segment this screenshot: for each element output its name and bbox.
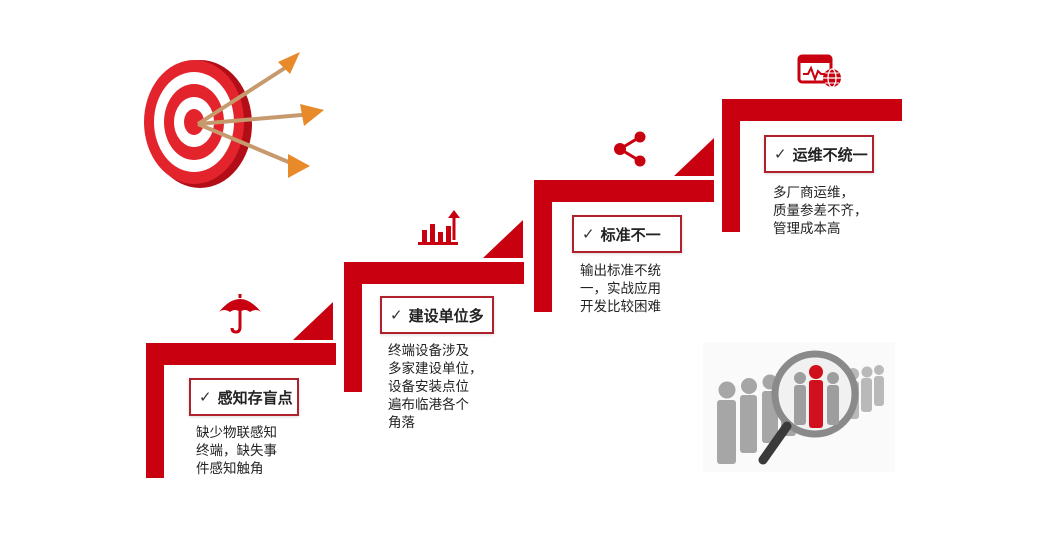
step2-top-bar <box>344 262 524 284</box>
share-nodes-icon <box>611 130 649 168</box>
step1-description: 缺少物联感知 终端，缺失事 件感知触角 <box>196 425 277 477</box>
step3-description: 输出标准不统 一，实战应用 开发比较困难 <box>580 263 661 315</box>
step3-left-bar <box>534 180 552 312</box>
step4-description: 多厂商运维， 质量参差不齐， 管理成本高 <box>773 185 868 237</box>
step1-title: 感知存盲点 <box>217 388 293 407</box>
step3-top-bar <box>534 180 714 202</box>
check-icon: ✓ <box>582 225 595 243</box>
step1-top-bar <box>146 343 336 365</box>
step2-title: 建设单位多 <box>408 306 484 325</box>
magnifier-crowd-image <box>703 342 895 472</box>
step4-top-bar <box>722 99 902 121</box>
step2-description: 终端设备涉及 多家建设单位， 设备安装点位 遍布临港各个 角落 <box>388 343 483 431</box>
check-icon: ✓ <box>390 306 403 324</box>
step3-label: ✓ 标准不一 <box>572 215 682 253</box>
step2-left-bar <box>344 262 362 392</box>
step3-title: 标准不一 <box>600 225 661 244</box>
step3-corner-triangle <box>674 138 714 176</box>
step4-label: ✓ 运维不统一 <box>764 135 874 173</box>
step2-label: ✓ 建设单位多 <box>380 296 494 334</box>
step1-label: ✓ 感知存盲点 <box>189 378 299 416</box>
step1-corner-triangle <box>293 302 333 340</box>
web-monitor-globe-icon <box>797 54 843 88</box>
step2-corner-triangle <box>483 220 523 258</box>
target-with-arrows-image <box>128 38 328 198</box>
bar-chart-rising-icon <box>416 210 462 246</box>
step4-title: 运维不统一 <box>792 145 868 164</box>
umbrella-icon <box>216 292 264 334</box>
check-icon: ✓ <box>199 388 212 406</box>
step1-left-bar <box>146 343 164 478</box>
check-icon: ✓ <box>774 145 787 163</box>
step4-left-bar <box>722 99 740 232</box>
